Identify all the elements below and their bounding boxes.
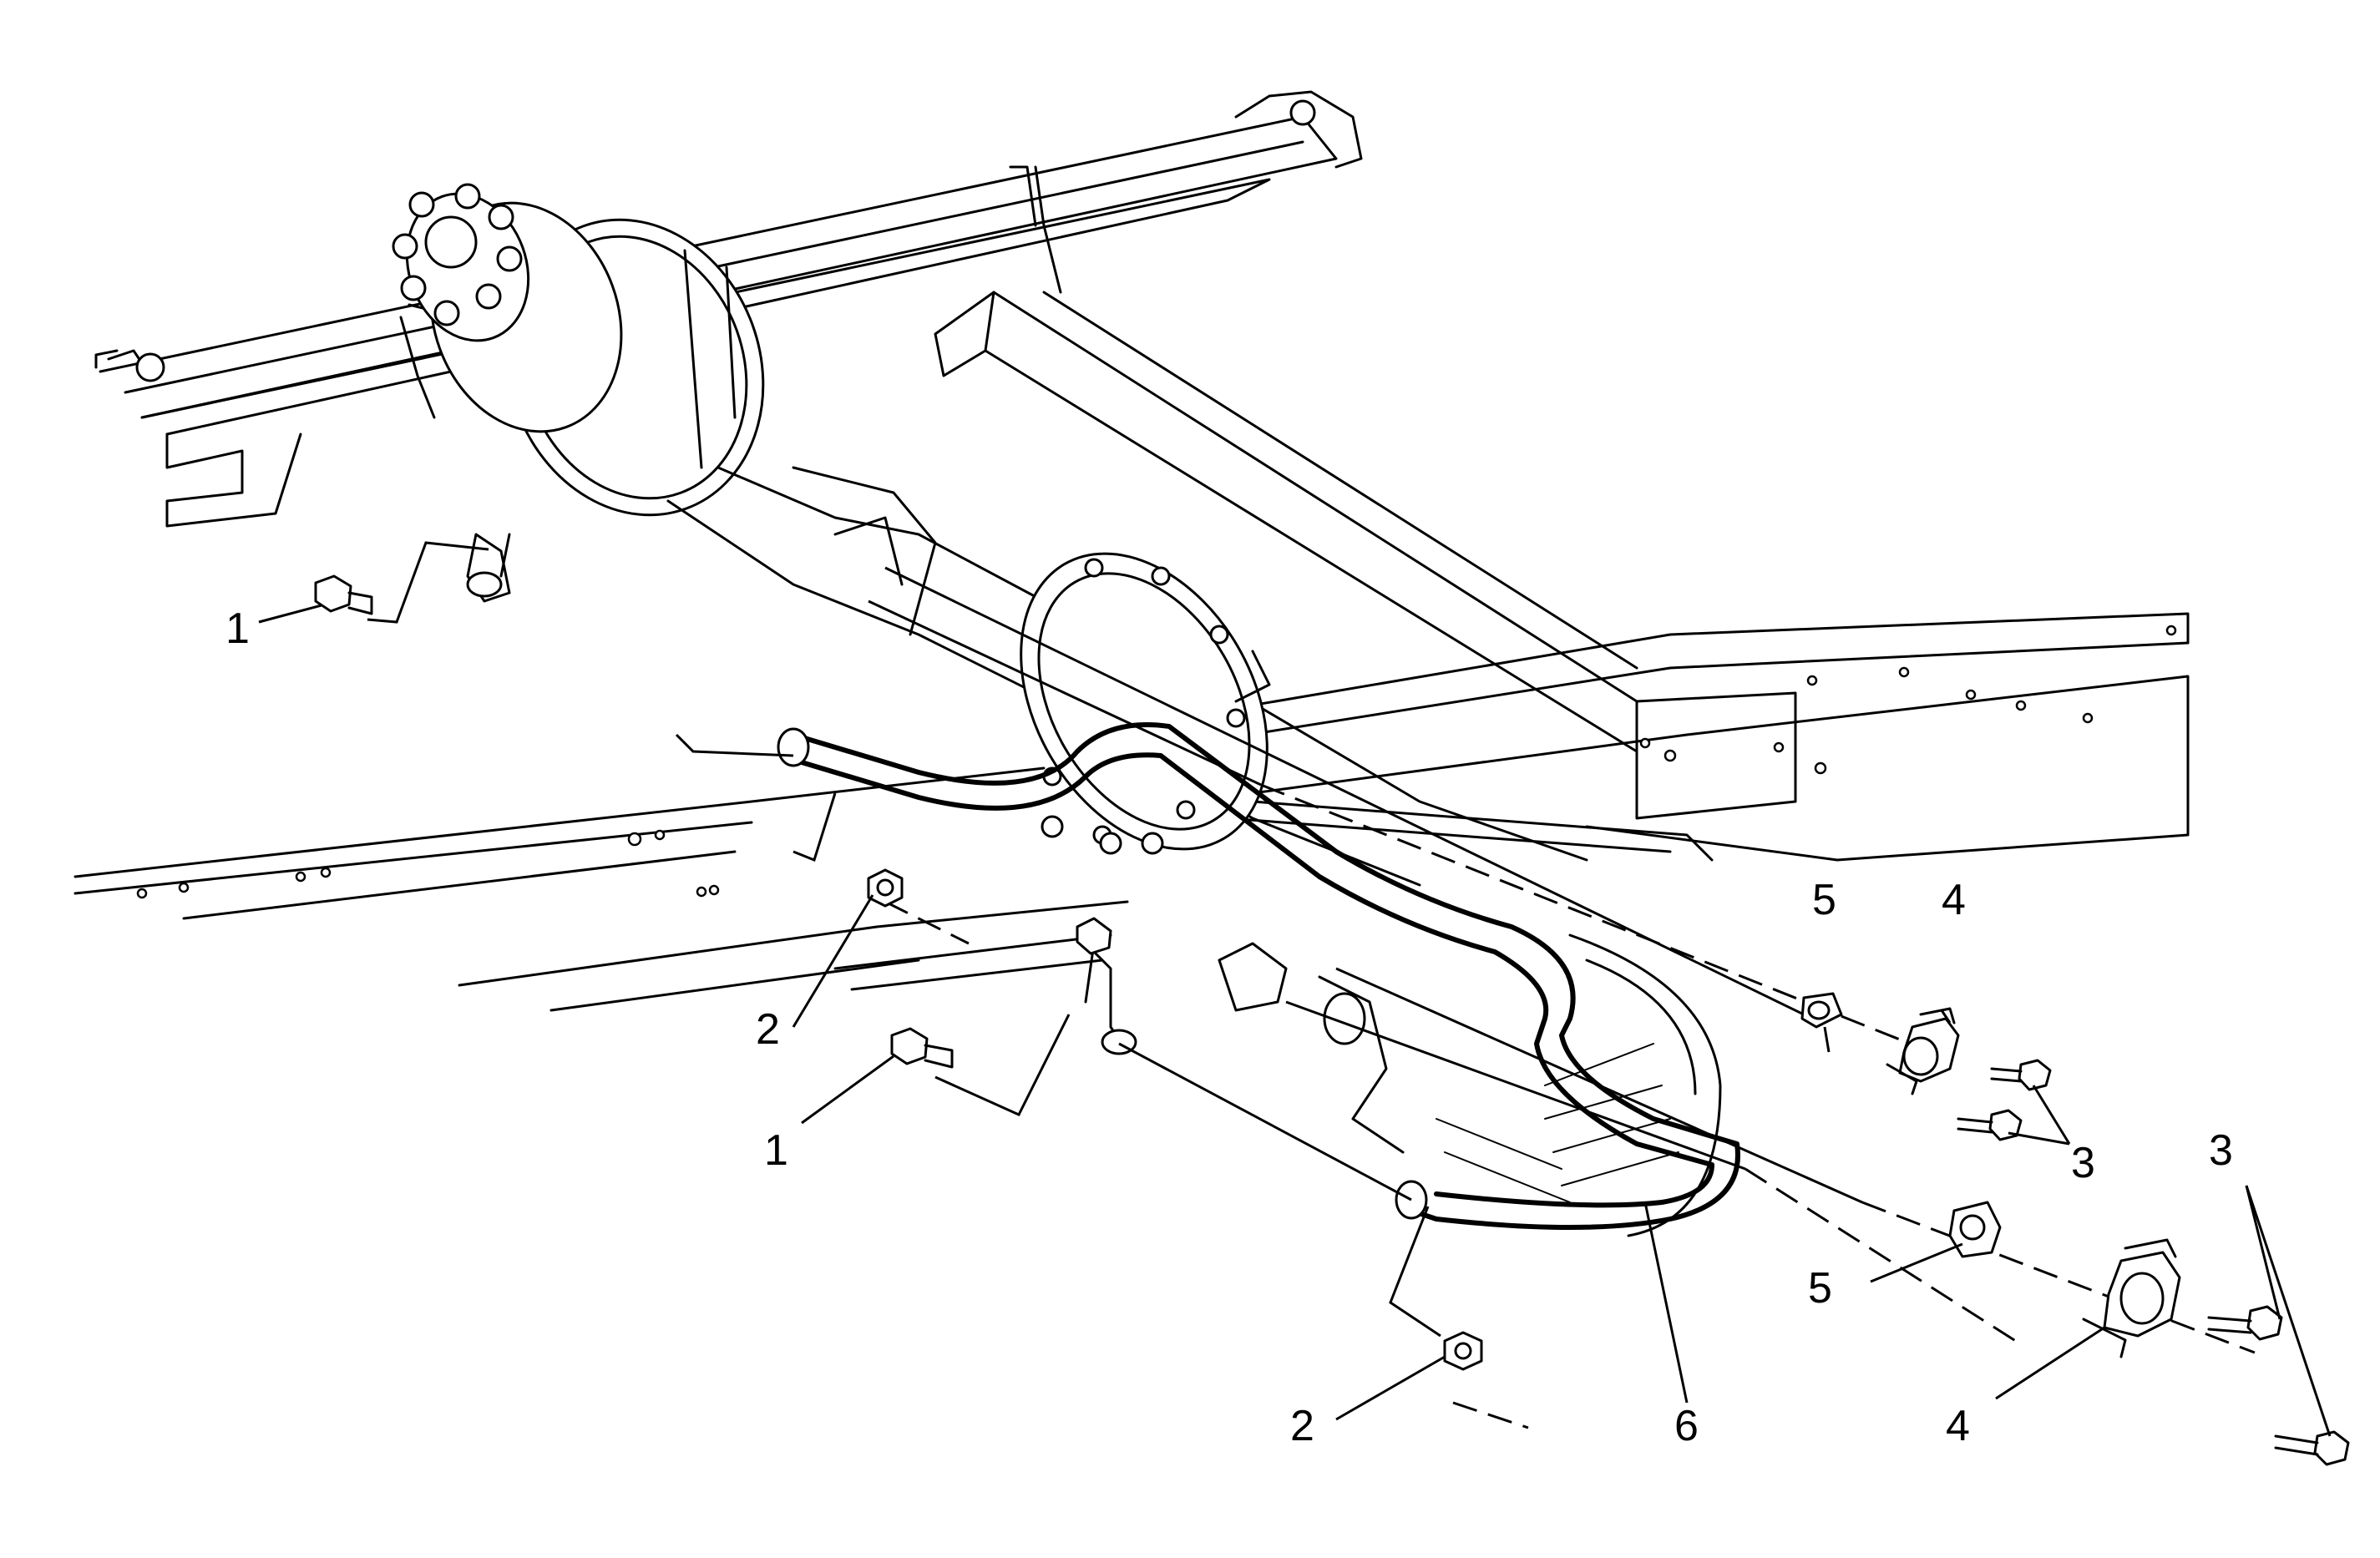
clamp-upper: [1886, 1007, 1960, 1095]
leaf-spring-lower: [833, 800, 1714, 991]
callout-5-upper: 5: [1812, 876, 1836, 924]
stabilizer-link-left: [466, 533, 511, 603]
callout-3-lower: 3: [2209, 1126, 2233, 1175]
callout-leaders: [258, 541, 2332, 1437]
link-bolt-lower: [890, 1027, 954, 1069]
callout-4-upper: 4: [1942, 876, 1966, 924]
frame-crossmember: [934, 291, 1797, 820]
stabilizer-link-right: [1076, 917, 1137, 1055]
bushing-lower: [1948, 1201, 2002, 1258]
callout-2-upper: 2: [756, 1005, 780, 1054]
wheel-hub: [392, 183, 765, 517]
callout-2-lower: 2: [1290, 1402, 1314, 1450]
callout-6: 6: [1674, 1402, 1699, 1450]
link-bolt-upper: [314, 574, 373, 615]
clamp-lower: [2082, 1238, 2181, 1358]
bolt-upper-1: [1990, 1059, 2052, 1091]
bolt-lower-1: [2207, 1305, 2283, 1341]
bolt-upper-2: [1957, 1109, 2023, 1141]
differential: [1020, 552, 1271, 855]
frame-rail-right: [1126, 612, 2190, 862]
brake-drum-lower: [1218, 933, 1722, 1237]
bolt-lower-2: [2274, 1430, 2350, 1466]
bushing-upper: [1800, 992, 1843, 1029]
callout-1-upper: 1: [225, 604, 250, 653]
callout-3-upper: 3: [2071, 1139, 2095, 1187]
callout-labels: 1 2 1 2 6 5 4 3 3 5 4: [225, 604, 2233, 1450]
link-nut-upper: [867, 868, 904, 908]
callout-1-lower: 1: [764, 1126, 788, 1175]
callout-5-lower: 5: [1808, 1264, 1832, 1313]
callout-4-lower: 4: [1946, 1402, 1970, 1450]
stabilizer-bar: [777, 722, 1740, 1230]
link-nut-lower: [1443, 1331, 1483, 1371]
